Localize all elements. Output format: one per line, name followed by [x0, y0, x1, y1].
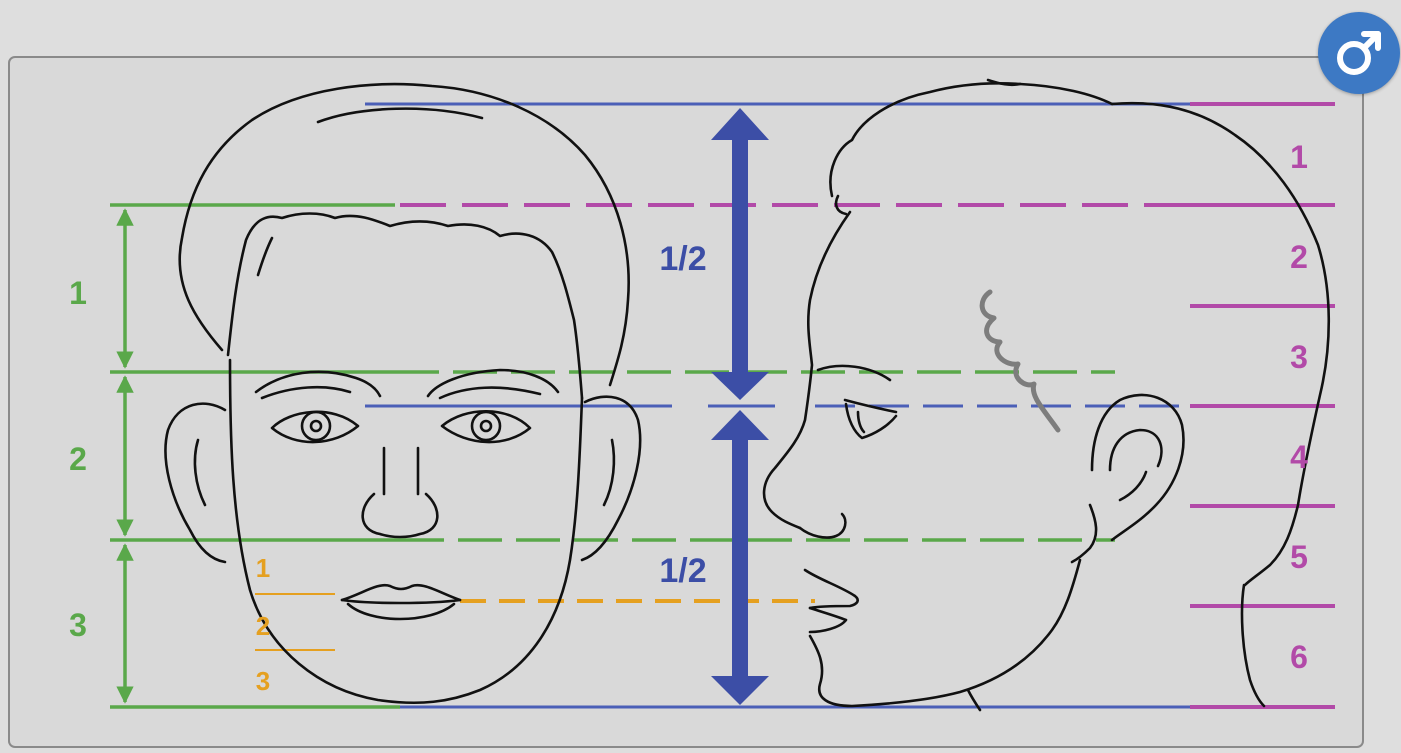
magenta-label-5: 5 — [1290, 539, 1308, 575]
blue-arrow-shaft-bottom — [732, 438, 748, 678]
orange-label-2: 2 — [256, 611, 270, 641]
orange-labels: 1 2 3 — [256, 553, 270, 696]
orange-label-1: 1 — [256, 553, 270, 583]
magenta-label-4: 4 — [1290, 439, 1308, 475]
magenta-label-6: 6 — [1290, 639, 1308, 675]
half-label-top: 1/2 — [659, 240, 706, 278]
blue-arrow-shaft-top — [732, 138, 748, 374]
magenta-label-1: 1 — [1290, 139, 1308, 175]
green-label-1: 1 — [69, 275, 87, 311]
male-symbol-badge[interactable] — [1318, 12, 1400, 94]
green-label-3: 3 — [69, 607, 87, 643]
half-label-bottom: 1/2 — [659, 552, 706, 590]
green-label-2: 2 — [69, 441, 87, 477]
magenta-label-3: 3 — [1290, 339, 1308, 375]
orange-label-3: 3 — [256, 666, 270, 696]
male-symbol-icon — [1332, 26, 1386, 80]
magenta-label-2: 2 — [1290, 239, 1308, 275]
